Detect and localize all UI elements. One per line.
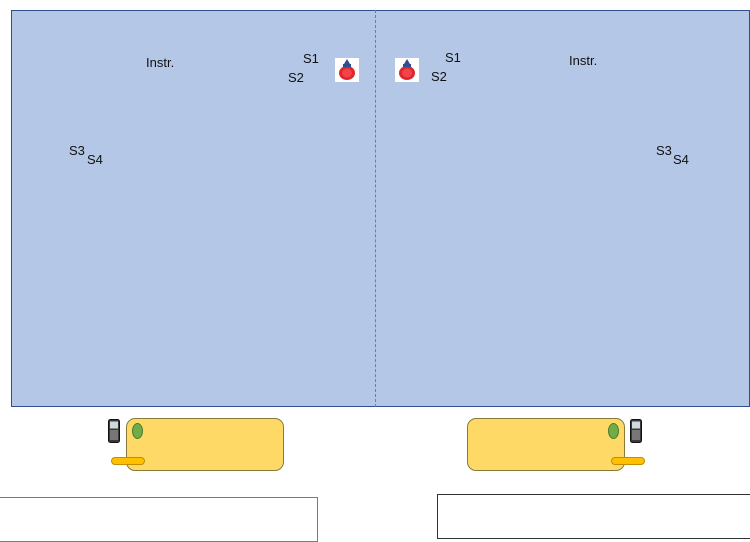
porthole-icon [132,423,143,439]
mobile-phone-icon [108,419,120,443]
right-sensor-s2-label: S2 [431,69,447,84]
porthole-icon [608,423,619,439]
right-sensor-s4-label: S4 [673,152,689,167]
water-area [11,10,750,407]
buoy-icon [335,58,359,82]
buoy-icon [395,58,419,82]
right-boat [467,418,625,471]
left-instrument-label: Instr. [146,55,175,70]
left-boat-handle [111,457,145,465]
left-boat [126,418,284,471]
mobile-phone-icon [630,419,642,443]
left-sensor-s4-label: S4 [87,152,103,167]
left-sensor-s2-label: S2 [288,70,304,85]
center-divider-line [375,10,376,407]
right-sensor-s3-label: S3 [656,143,672,158]
left-sensor-s1-label: S1 [303,51,319,66]
left-sensor-s3-label: S3 [69,143,85,158]
bottom-right-panel [437,494,750,539]
bottom-left-panel [0,497,318,542]
right-sensor-s1-label: S1 [445,50,461,65]
right-instrument-label: Instr. [569,53,598,68]
right-boat-handle [611,457,645,465]
